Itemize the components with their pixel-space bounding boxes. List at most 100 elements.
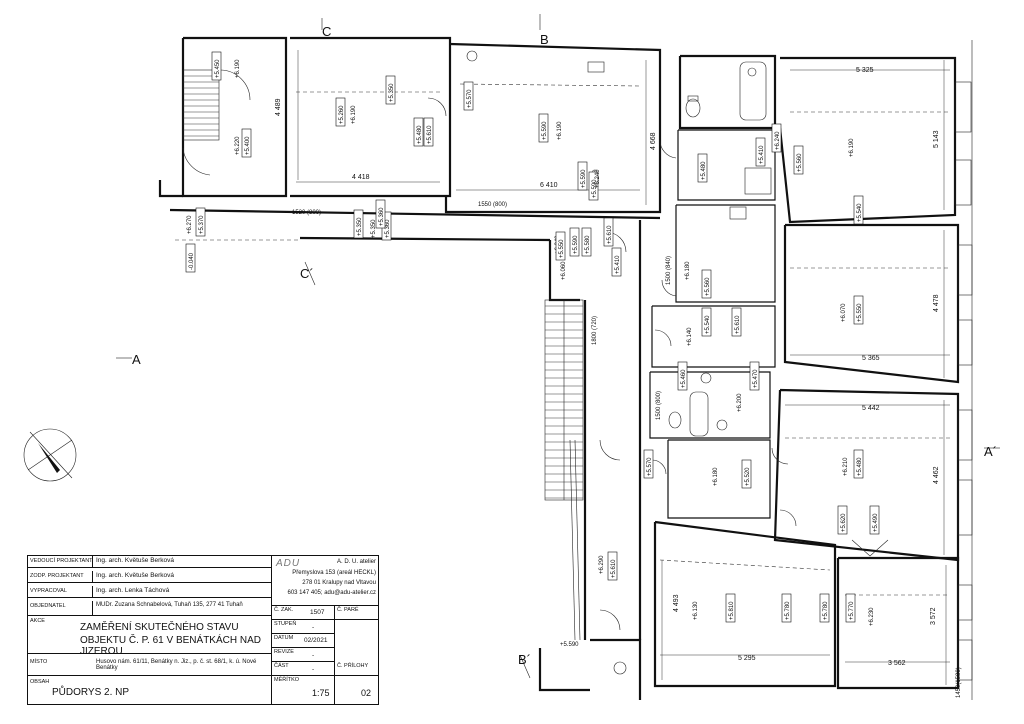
- height-tag-label: +5.620: [841, 513, 847, 532]
- tb-datum-value: 02/2021: [304, 637, 328, 644]
- height-tag-label: +6.190: [557, 121, 563, 140]
- tb-place-key: MÍSTO: [30, 659, 48, 665]
- dim-4493: 4 493: [673, 594, 680, 612]
- dim-3572: 3 572: [930, 607, 937, 625]
- height-tag: +5.590: [577, 161, 588, 191]
- height-tag: +5.470: [749, 361, 760, 391]
- height-tag: +5.590: [538, 113, 549, 143]
- height-tag: +6.190: [849, 138, 855, 157]
- sanitary-fixtures: [466, 50, 772, 675]
- height-tag: +6.240: [595, 169, 601, 188]
- height-tag: +6.070: [841, 303, 847, 322]
- firm-line: A. D. U. atelier: [336, 559, 376, 565]
- height-tag: +5.570: [463, 81, 474, 111]
- section-label-c2: C´: [300, 266, 314, 281]
- tb-key: VYPRACOVAL: [30, 588, 67, 594]
- staircase-upper: [182, 69, 251, 176]
- height-tag-label: +5.350: [389, 83, 395, 102]
- height-tag-label: -0.040: [189, 252, 195, 270]
- height-tag-label: +5.560: [797, 153, 803, 172]
- height-tag-label: +5.610: [611, 559, 617, 578]
- tb-right: ADU A. D. U. atelier Přemyslova 153 (are…: [272, 556, 379, 705]
- tb-value: Ing. arch. Květuše Berková: [96, 572, 175, 579]
- height-tag-label: +6.190: [351, 105, 357, 124]
- tb-revize: REVIZE -: [272, 648, 335, 662]
- height-tag-label: +5.540: [705, 315, 711, 334]
- staircase: [544, 299, 584, 641]
- height-tag-label: +5.610: [427, 125, 433, 144]
- height-tag-label: +5.810: [729, 601, 735, 620]
- tb-row-author: VYPRACOVAL Ing. arch. Lenka Táchová: [28, 586, 271, 598]
- height-tag-label: +5.590: [573, 235, 579, 254]
- height-tag-label: +5.360: [385, 219, 391, 238]
- height-tag-label: +6.060: [561, 261, 567, 280]
- height-tag-label: +5.580: [585, 235, 591, 254]
- height-tag: +5.480: [697, 153, 708, 183]
- height-tag: +5.610: [603, 217, 614, 247]
- height-tag: +5.810: [725, 593, 736, 623]
- section-label-c: C: [322, 24, 331, 39]
- height-tag-label: +5.480: [417, 125, 423, 144]
- tb-priloha: 02: [335, 676, 379, 705]
- tb-row-resp-designer: ZODP. PROJEKTANT Ing. arch. Květuše Berk…: [28, 571, 271, 583]
- height-tag: +5.520: [741, 459, 752, 489]
- height-tag-label: +5.350: [357, 217, 363, 236]
- height-tag-label: +5.570: [467, 89, 473, 108]
- height-tag-label: +6.240: [775, 131, 781, 150]
- height-tags: +5.450+6.190+6.220+5.400+5.260+6.190+5.3…: [185, 51, 880, 626]
- height-tag: +5.570: [643, 449, 654, 479]
- height-tag-label: +6.190: [235, 59, 241, 78]
- window-piers: [954, 81, 973, 681]
- height-tag-label: +6.190: [849, 138, 855, 157]
- height-tag-label: +5.610: [607, 225, 613, 244]
- height-tag: -0.040: [185, 243, 196, 273]
- height-tag-label: +6.210: [843, 457, 849, 476]
- tb-revize-key: REVIZE: [274, 649, 294, 655]
- height-tag-label: +6.180: [713, 467, 719, 486]
- height-tag-label: +6.140: [687, 327, 693, 346]
- tb-key: OBJEDNATEL: [30, 603, 66, 609]
- note-5590: +5.590: [560, 642, 579, 648]
- tb-revize-value: -: [312, 652, 315, 659]
- height-tag-label: +5.570: [647, 457, 653, 476]
- section-markers: C B C´ A A´ B´: [116, 14, 1000, 679]
- tb-stupen: STUPEŇ -: [272, 620, 335, 634]
- tb-value: Ing. arch. Lenka Táchová: [96, 587, 170, 594]
- height-tag: +5.560: [793, 145, 804, 175]
- height-tag: +5.480: [853, 449, 864, 479]
- height-tag-label: +5.490: [873, 513, 879, 532]
- height-tag: +5.580: [581, 227, 592, 257]
- height-tag: +5.620: [837, 505, 848, 535]
- height-tag-label: +6.070: [841, 303, 847, 322]
- height-tag: +5.260: [335, 97, 346, 127]
- dim-5442: 5 442: [862, 405, 880, 412]
- tb-row-lead-designer: VEDOUCÍ PROJEKTANT Ing. arch. Květuše Be…: [28, 556, 271, 568]
- dim-4418: 4 418: [352, 174, 370, 181]
- height-tag: +5.350: [385, 75, 396, 105]
- section-label-b: B: [540, 32, 549, 47]
- tb-action-line1: ZAMĚŘENÍ SKUTEČNÉHO STAVU: [80, 622, 239, 633]
- notes: 1520 (800) 1550 (800) 1500 (840) 1800 (7…: [292, 202, 962, 698]
- title-block: VEDOUCÍ PROJEKTANT Ing. arch. Květuše Be…: [27, 555, 379, 705]
- tb-prilohy-key: Č. PŘÍLOHY: [337, 663, 369, 669]
- height-tag: +5.610: [423, 117, 434, 147]
- tb-key: ZODP. PROJEKTANT: [30, 573, 84, 579]
- firm-logo: ADU: [276, 558, 301, 569]
- height-tag-label: +5.410: [615, 255, 621, 274]
- section-label-b2: B´: [518, 652, 531, 667]
- height-tag: +6.140: [687, 327, 693, 346]
- height-tag-label: +5.550: [559, 239, 565, 258]
- height-tag: +5.410: [755, 137, 766, 167]
- tb-datum-key: DATUM: [274, 635, 294, 641]
- height-tag: +6.180: [713, 467, 719, 486]
- height-tag: +5.550: [555, 231, 566, 261]
- dimension-labels: 4 418 6 410 4 489 4 668 5 325 5 143 5 36…: [275, 67, 940, 667]
- section-label-a: A: [132, 352, 141, 367]
- tb-pare: Č. PARÉ: [335, 606, 379, 620]
- height-tag: +6.190: [351, 105, 357, 124]
- height-tag: +5.550: [853, 295, 864, 325]
- note-1550: 1550 (800): [478, 202, 507, 208]
- firm-line: 603 147 405; adu@adu-atelier.cz: [287, 590, 377, 596]
- dim-4489: 4 489: [275, 98, 282, 116]
- height-tag-label: +5.610: [735, 315, 741, 334]
